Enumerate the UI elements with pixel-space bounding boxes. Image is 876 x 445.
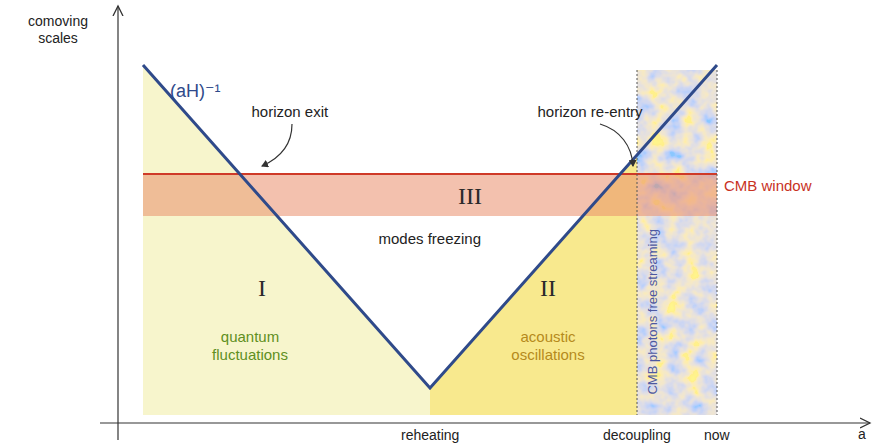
curve-label: (aH)⁻¹: [170, 81, 221, 103]
region-caption: acoustic oscillations: [493, 328, 603, 364]
region-number: II: [540, 274, 556, 303]
decoupling-line: [637, 70, 638, 415]
horizon-reentry-arrow: [600, 124, 633, 166]
cmb-ground: [637, 70, 717, 415]
window-label: CMB window: [724, 177, 812, 195]
cmb-strip: CMB photons free streaming: [637, 70, 717, 415]
axis-title: comoving scales: [18, 13, 98, 47]
region-two: II acoustic oscillations: [470, 262, 630, 382]
now-line: [717, 70, 718, 415]
tick-label: decoupling: [603, 427, 671, 444]
tick-label: reheating: [401, 427, 459, 444]
annotation: horizon re-entry: [538, 103, 643, 121]
region-caption: quantum fluctuations: [195, 328, 305, 364]
region-one: Iquantum fluctuations: [150, 262, 350, 382]
cmb-window-band: [143, 174, 717, 216]
y-axis: [117, 6, 118, 440]
hubble-radius-line: [143, 65, 717, 388]
horizon-exit-arrow: [262, 124, 292, 166]
axis-label: a: [858, 426, 866, 443]
annotation: modes freezing: [379, 230, 482, 248]
cmb-window-line: [143, 173, 717, 175]
annotation: horizon exit: [252, 103, 329, 121]
tick-label: now: [704, 427, 730, 444]
region-number: I: [258, 274, 266, 303]
cmb-map: [637, 70, 717, 415]
cmb-window-band: III: [143, 174, 717, 216]
x-axis: [100, 422, 870, 423]
strip-label: CMB photons free streaming: [644, 229, 660, 394]
region-number: III: [458, 182, 482, 211]
